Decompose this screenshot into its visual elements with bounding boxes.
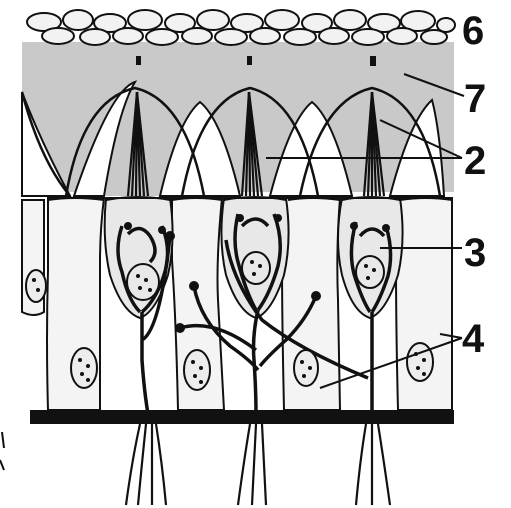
basement-membrane <box>30 410 454 424</box>
label-2: 2 <box>464 139 486 183</box>
label-4: 4 <box>462 317 485 361</box>
label-3: 3 <box>464 231 486 275</box>
label-7: 7 <box>464 77 486 121</box>
edge-mark <box>0 432 4 470</box>
otolith-layer <box>27 10 455 45</box>
afferent-nerve-bundles <box>126 424 390 505</box>
label-6: 6 <box>462 9 484 53</box>
